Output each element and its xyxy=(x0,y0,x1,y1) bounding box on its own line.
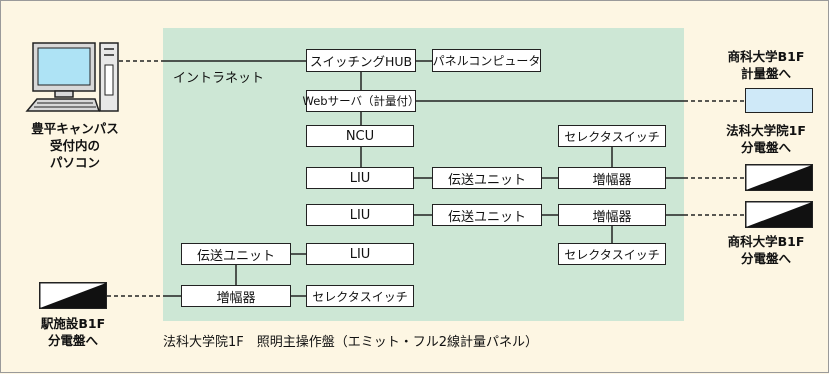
amplifier-box-1: 増幅器 xyxy=(558,167,666,189)
panel-caption: 法科大学院1F 照明主操作盤（エミット・フル2線計量パネル） xyxy=(163,335,539,350)
dest-label-1: 商科大学B1F 計量盤へ xyxy=(707,48,825,82)
pc-label-line3: パソコン xyxy=(49,155,100,170)
amplifier-box-2: 増幅器 xyxy=(558,204,666,226)
dest-label-2-line2: 分電盤へ xyxy=(740,140,791,155)
dest-label-2-line1: 法科大学院1F xyxy=(726,123,806,138)
dest-label-3-line2: 分電盤へ xyxy=(740,251,791,266)
selector-switch-box-3: セレクタスイッチ xyxy=(306,285,414,307)
pc-label-line2: 受付内の xyxy=(49,138,100,153)
dest-label-4-line2: 分電盤へ xyxy=(47,333,98,348)
dest-label-3: 商科大学B1F 分電盤へ xyxy=(707,233,825,267)
distribution-board-icon-2 xyxy=(745,201,813,232)
dest-label-4-line1: 駅施設B1F xyxy=(40,316,106,331)
computer-icon xyxy=(25,41,125,123)
dest-label-2: 法科大学院1F 分電盤へ xyxy=(707,122,825,156)
pc-label: 豊平キャンパス 受付内の パソコン xyxy=(25,120,125,171)
meter-panel-icon xyxy=(745,88,813,113)
liu-box-3: LIU xyxy=(306,243,414,265)
intranet-label: イントラネット xyxy=(173,71,265,86)
dest-label-4: 駅施設B1F 分電盤へ xyxy=(17,315,129,349)
web-server-box: Webサーバ（計量付） xyxy=(303,90,419,112)
dest-label-3-line1: 商科大学B1F xyxy=(727,234,805,249)
transmission-unit-box-2: 伝送ユニット xyxy=(432,204,542,226)
distribution-board-icon-3 xyxy=(39,282,107,313)
selector-switch-box-1: セレクタスイッチ xyxy=(558,125,666,147)
selector-switch-box-2: セレクタスイッチ xyxy=(558,243,666,265)
dest-label-1-line1: 商科大学B1F xyxy=(727,49,805,64)
amplifier-box-3: 増幅器 xyxy=(181,285,291,307)
liu-box-1: LIU xyxy=(306,167,414,189)
panel-computer-box: パネルコンピュータ xyxy=(432,49,541,72)
ncu-box: NCU xyxy=(306,125,414,147)
switching-hub-box: スイッチングHUB xyxy=(306,49,416,72)
distribution-board-icon-1 xyxy=(745,164,813,195)
liu-box-2: LIU xyxy=(306,204,414,226)
transmission-unit-box-1: 伝送ユニット xyxy=(432,167,542,189)
pc-label-line1: 豊平キャンパス xyxy=(31,121,119,136)
transmission-unit-box-3: 伝送ユニット xyxy=(181,243,291,265)
dest-label-1-line2: 計量盤へ xyxy=(740,66,791,81)
